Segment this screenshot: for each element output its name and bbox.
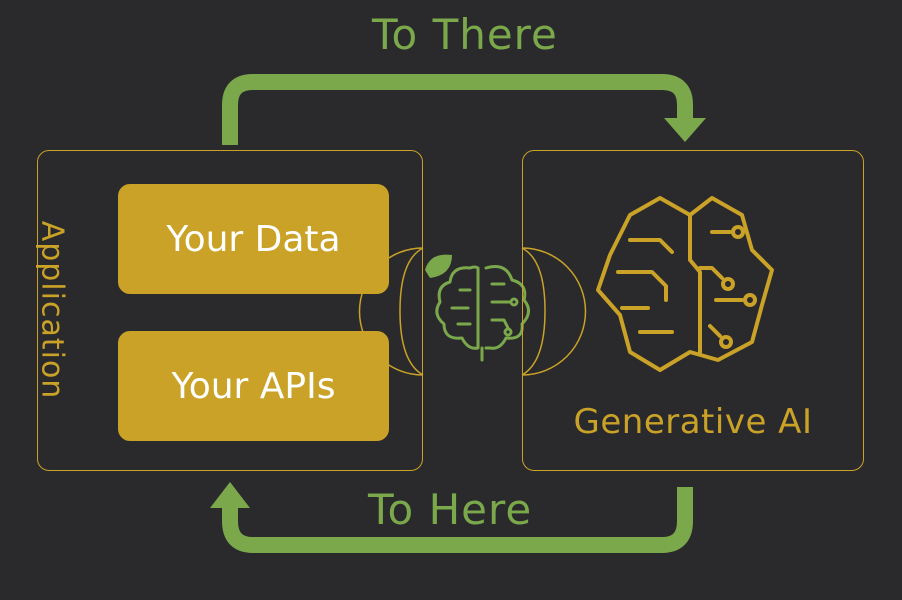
generative-ai-label: Generative AI [573,402,813,442]
arrow-to-there [222,74,706,145]
application-label: Application [34,220,70,400]
your-data-block: Your Data [118,184,389,294]
brain-leaf-icon [425,254,530,362]
arrow-to-here [210,482,693,553]
to-here-label: To Here [368,485,533,534]
your-apis-block: Your APIs [118,331,389,441]
circuit-brain-icon [596,196,774,372]
generative-ai-box [522,150,864,471]
application-box [37,150,423,471]
to-there-label: To There [372,10,558,59]
